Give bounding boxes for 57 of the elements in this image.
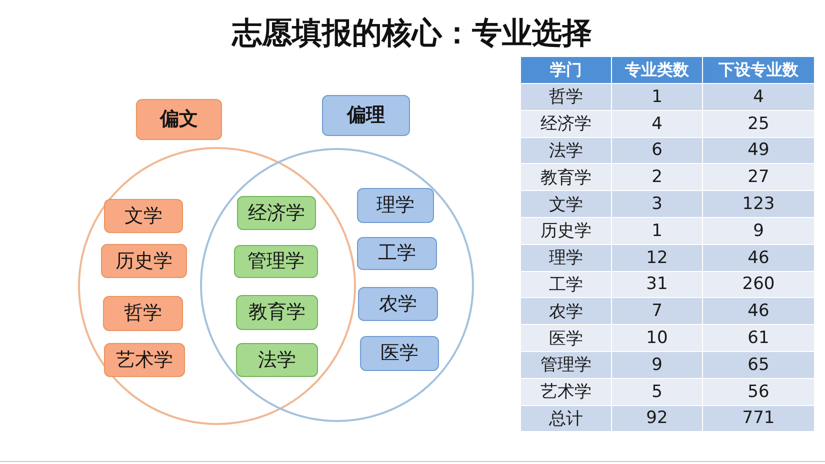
- table-cell: 771: [703, 406, 814, 432]
- table-cell: 46: [703, 298, 814, 324]
- table-cell: 7: [612, 298, 702, 324]
- table-cell: 医学: [521, 325, 611, 351]
- subject-box: 工学: [357, 237, 437, 270]
- table-header-cell: 下设专业数: [703, 57, 814, 83]
- table-cell: 总计: [521, 406, 611, 432]
- subject-box: 历史学: [101, 244, 187, 278]
- table-cell: 工学: [521, 272, 611, 298]
- table-cell: 1: [612, 84, 702, 110]
- table-cell: 3: [612, 191, 702, 217]
- category-box: 偏文: [136, 99, 222, 140]
- table-cell: 4: [612, 110, 702, 137]
- subject-box: 法学: [236, 343, 318, 377]
- subject-box: 医学: [360, 336, 439, 371]
- table-cell: 49: [703, 138, 814, 164]
- table-cell: 92: [612, 406, 702, 432]
- table-cell: 1: [612, 218, 702, 244]
- category-box: 偏理: [322, 95, 410, 136]
- table-cell: 65: [703, 352, 814, 378]
- table-cell: 5: [612, 378, 702, 405]
- table-cell: 123: [703, 191, 814, 217]
- table-cell: 经济学: [521, 110, 611, 137]
- table-cell: 56: [703, 378, 814, 405]
- table-cell: 艺术学: [521, 378, 611, 405]
- table-cell: 9: [703, 218, 814, 244]
- subject-box: 教育学: [236, 295, 318, 330]
- table-cell: 哲学: [521, 84, 611, 110]
- subject-box: 哲学: [103, 296, 183, 331]
- table-cell: 46: [703, 244, 814, 271]
- table-cell: 理学: [521, 244, 611, 271]
- title: 志愿填报的核心：专业选择: [232, 15, 592, 53]
- table-cell: 农学: [521, 298, 611, 324]
- subject-box: 经济学: [237, 196, 316, 230]
- table-cell: 27: [703, 164, 814, 190]
- table-cell: 25: [703, 110, 814, 137]
- table-header-cell: 学门: [521, 57, 611, 83]
- table-cell: 9: [612, 352, 702, 378]
- table-cell: 61: [703, 325, 814, 351]
- table-cell: 4: [703, 84, 814, 110]
- table-cell: 历史学: [521, 218, 611, 244]
- table-cell: 法学: [521, 138, 611, 164]
- table-cell: 31: [612, 272, 702, 298]
- table-header-cell: 专业类数: [612, 57, 702, 83]
- table-cell: 2: [612, 164, 702, 190]
- subject-box: 艺术学: [104, 343, 185, 377]
- subject-box: 管理学: [234, 245, 318, 278]
- subject-box: 农学: [358, 287, 438, 321]
- table-cell: 文学: [521, 191, 611, 217]
- table-cell: 6: [612, 138, 702, 164]
- table-cell: 260: [703, 272, 814, 298]
- table-cell: 管理学: [521, 352, 611, 378]
- table-cell: 教育学: [521, 164, 611, 190]
- subject-box: 文学: [104, 199, 183, 233]
- table-cell: 10: [612, 325, 702, 351]
- table-cell: 12: [612, 244, 702, 271]
- subject-box: 理学: [357, 188, 434, 223]
